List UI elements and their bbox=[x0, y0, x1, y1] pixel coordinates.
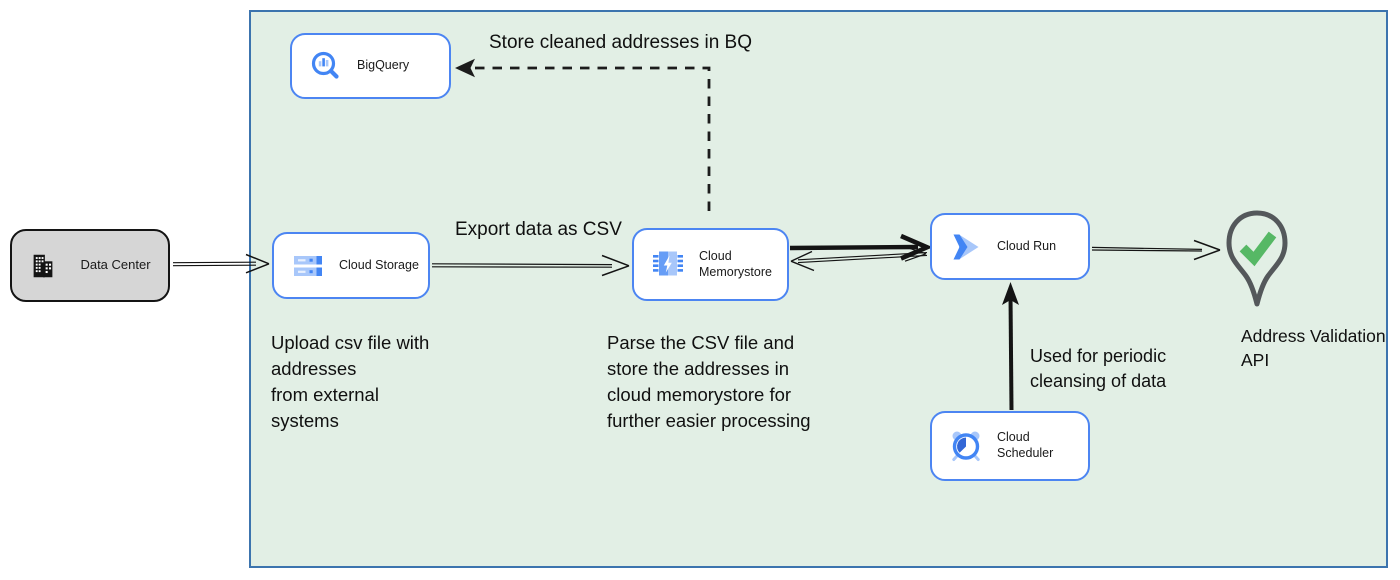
cloud-run-icon bbox=[948, 229, 984, 265]
address-validation-api-label: Address Validation API bbox=[1241, 326, 1386, 370]
note-upload-csv: Upload csv file with addresses from exte… bbox=[271, 332, 430, 431]
node-label: Cloud Storage bbox=[339, 257, 419, 272]
edge-label-store-in-bq: Store cleaned addresses in BQ bbox=[489, 32, 752, 53]
node-bigquery[interactable]: BigQuery bbox=[290, 33, 451, 99]
bigquery-icon bbox=[308, 48, 344, 84]
cloud-memorystore-icon bbox=[650, 247, 686, 283]
cloud-storage-icon bbox=[290, 248, 326, 284]
note-parse-csv: Parse the CSV file and store the address… bbox=[607, 332, 811, 431]
cloud-scheduler-icon bbox=[948, 428, 984, 464]
node-label: Cloud Run bbox=[997, 238, 1057, 253]
node-cloud-scheduler[interactable]: Cloud Scheduler bbox=[930, 411, 1090, 481]
edge-label-periodic-cleansing: Used for periodic cleansing of data bbox=[1030, 346, 1167, 391]
node-address-validation-api[interactable] bbox=[1222, 207, 1292, 327]
data-center-building-icon bbox=[28, 251, 58, 281]
node-data-center[interactable]: Data Center bbox=[10, 229, 170, 302]
node-label: Cloud Scheduler bbox=[997, 430, 1054, 460]
location-pin-check-icon bbox=[1226, 210, 1288, 307]
edge-label-export-csv: Export data as CSV bbox=[455, 219, 622, 240]
node-label: BigQuery bbox=[357, 58, 410, 73]
gcp-boundary-container[interactable] bbox=[249, 10, 1388, 568]
node-label: Data Center bbox=[80, 257, 151, 273]
node-cloud-storage[interactable]: Cloud Storage bbox=[272, 232, 430, 299]
node-cloud-run[interactable]: Cloud Run bbox=[930, 213, 1090, 280]
node-cloud-memorystore[interactable]: Cloud Memorystore bbox=[632, 228, 789, 301]
node-label: Cloud Memorystore bbox=[699, 248, 772, 279]
